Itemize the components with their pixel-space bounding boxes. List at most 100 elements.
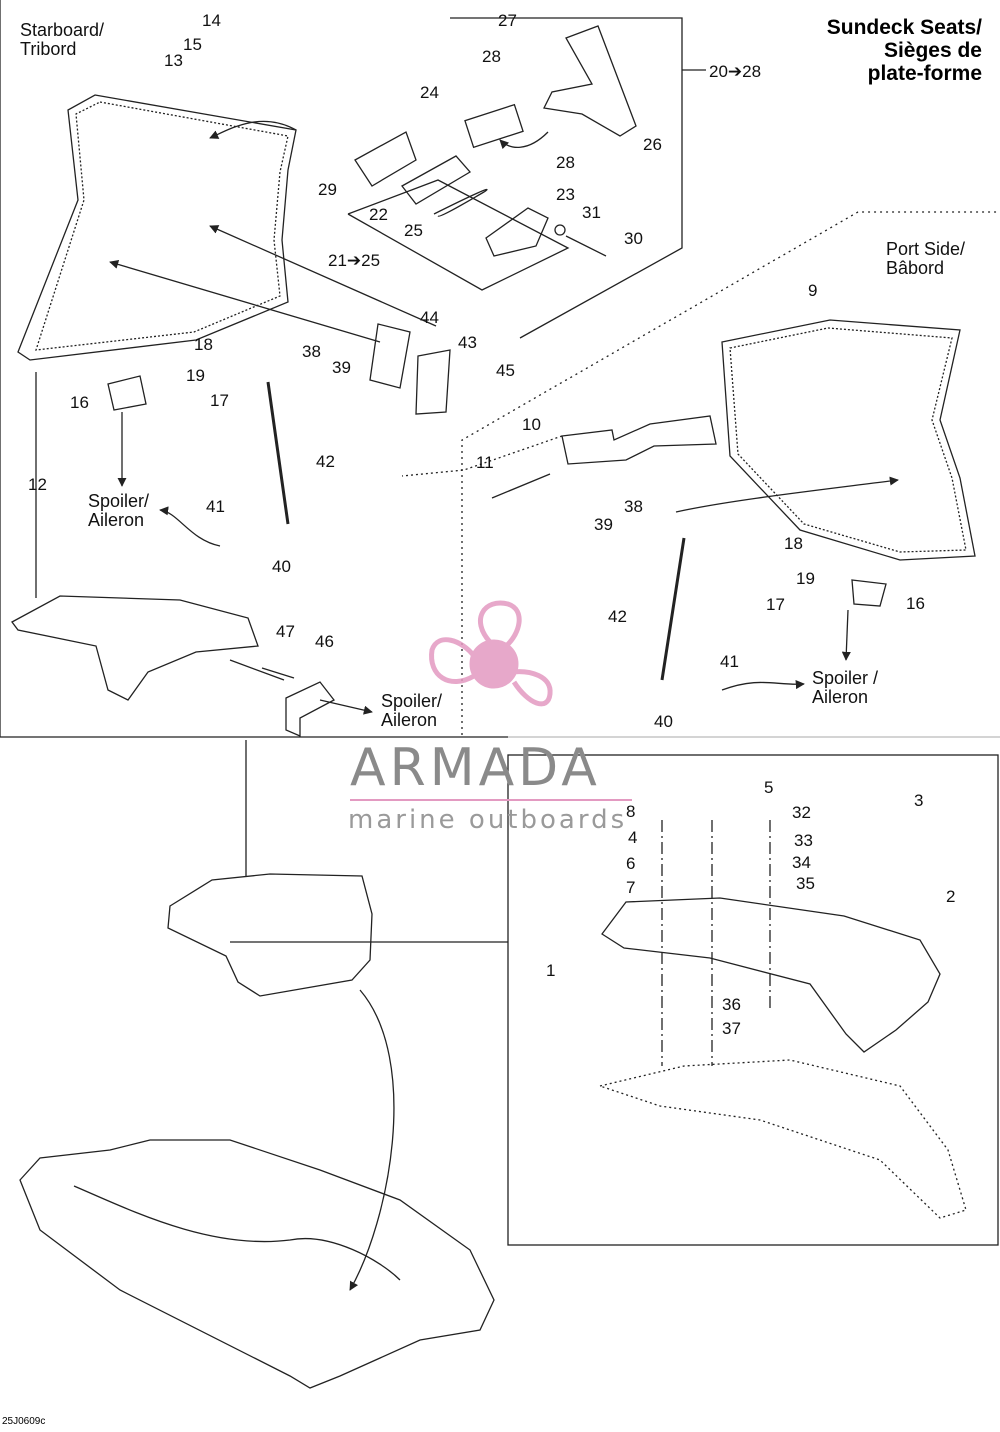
diagram-title: Sundeck Seats/ Sièges de plate-forme	[827, 16, 982, 85]
port-backrest	[721, 319, 976, 561]
callout-28a: 28	[482, 47, 501, 66]
title-line-3: plate-forme	[867, 62, 982, 85]
boat-engine-cover-line	[73, 1185, 401, 1281]
callout-17a: 17	[210, 391, 229, 410]
range-21-25: 21➔25	[328, 251, 380, 270]
hinge-43	[415, 349, 451, 415]
callout-40a: 40	[272, 557, 291, 576]
watermark-tagline: marine outboards	[348, 805, 628, 835]
callout-8: 8	[626, 802, 635, 821]
callout-12: 12	[28, 475, 47, 494]
gas-strut-42-starboard	[266, 381, 290, 525]
group-20-28-bracket	[450, 17, 683, 339]
callout-41a: 41	[206, 497, 225, 516]
strap-26	[543, 25, 637, 137]
callout-25: 25	[404, 221, 423, 240]
watermark-propeller-icon	[429, 600, 553, 707]
callout-7: 7	[626, 878, 635, 897]
callout-5: 5	[764, 778, 773, 797]
callout-38a: 38	[302, 342, 321, 361]
catch-23	[485, 207, 549, 257]
plate-22	[401, 155, 472, 205]
callout-47: 47	[276, 622, 295, 641]
handle-24	[464, 103, 524, 149]
hinge-16-starboard	[107, 375, 147, 411]
spoiler-label-right: Spoiler / Aileron	[812, 668, 879, 707]
callout-37: 37	[722, 1019, 741, 1038]
callout-45: 45	[496, 361, 515, 380]
starboard-label: Starboard/ Tribord	[20, 20, 105, 59]
callout-6: 6	[626, 854, 635, 873]
callout-18b: 18	[784, 534, 803, 553]
callout-10: 10	[522, 415, 541, 434]
callout-40b: 40	[654, 712, 673, 731]
callout-29: 29	[318, 180, 337, 199]
callout-31: 31	[582, 203, 601, 222]
callout-32: 32	[792, 803, 811, 822]
watermark-brand: ARMADA	[350, 738, 601, 798]
hinge-16-port	[851, 579, 887, 607]
callout-35: 35	[796, 874, 815, 893]
callout-3: 3	[914, 791, 923, 810]
callout-16b: 16	[906, 594, 925, 613]
callout-15: 15	[183, 35, 202, 54]
callout-4: 4	[628, 828, 637, 847]
callout-36: 36	[722, 995, 741, 1014]
callout-11: 11	[476, 453, 494, 472]
seat-base-detail-box	[507, 754, 999, 1246]
title-line-2: Sièges de	[883, 39, 982, 62]
callout-41b: 41	[720, 652, 739, 671]
callout-23: 23	[556, 185, 575, 204]
port-side-label: Port Side/ Bâbord	[886, 239, 966, 278]
callout-1: 1	[546, 961, 555, 980]
top-panel-frame	[0, 0, 508, 738]
callout-18a: 18	[194, 335, 213, 354]
seat-shell-dotted	[597, 1059, 967, 1219]
starboard-backrest	[17, 94, 297, 361]
callout-33: 33	[794, 831, 813, 850]
starboard-cushion	[11, 595, 259, 701]
callout-34: 34	[792, 853, 811, 872]
callout-39b: 39	[594, 515, 613, 534]
figure-code: 25J0609c	[2, 1416, 46, 1427]
group-21-25-bracket	[347, 179, 570, 291]
callout-38b: 38	[624, 497, 643, 516]
callout-16a: 16	[70, 393, 89, 412]
bracket-46	[285, 681, 335, 737]
callout-9: 9	[808, 281, 817, 300]
rivet-47	[261, 667, 295, 679]
callout-26: 26	[643, 135, 662, 154]
callout-28b: 28	[556, 153, 575, 172]
spoiler-label-left: Spoiler/ Aileron	[88, 491, 150, 530]
rivet-11	[491, 473, 551, 499]
gas-strut-42-port	[660, 537, 686, 681]
callout-17b: 17	[766, 595, 785, 614]
bolt-30	[565, 235, 607, 257]
callout-39a: 39	[332, 358, 351, 377]
callout-24: 24	[420, 83, 439, 102]
port-side-boundary	[461, 211, 1000, 735]
wire-25	[433, 188, 488, 217]
seat-assembly-small	[167, 873, 373, 997]
callout-19b: 19	[796, 569, 815, 588]
callout-42a: 42	[316, 452, 335, 471]
callout-42b: 42	[608, 607, 627, 626]
callout-43: 43	[458, 333, 477, 352]
spoiler-label-bottom: Spoiler/ Aileron	[381, 691, 443, 730]
boat-hull	[19, 1139, 495, 1389]
title-line-1: Sundeck Seats/	[826, 16, 982, 39]
callout-30: 30	[624, 229, 643, 248]
callout-46: 46	[315, 632, 334, 651]
bracket-10	[561, 415, 717, 465]
callout-44: 44	[420, 308, 439, 327]
seat-base-1	[601, 897, 941, 1053]
range-20-28: 20➔28	[709, 62, 761, 81]
callout-14: 14	[202, 11, 221, 30]
latch-29	[354, 131, 417, 187]
plate-44	[369, 323, 411, 389]
callout-22: 22	[369, 205, 388, 224]
callout-13: 13	[164, 51, 183, 70]
washer-31	[554, 224, 566, 236]
callout-27: 27	[498, 11, 517, 30]
